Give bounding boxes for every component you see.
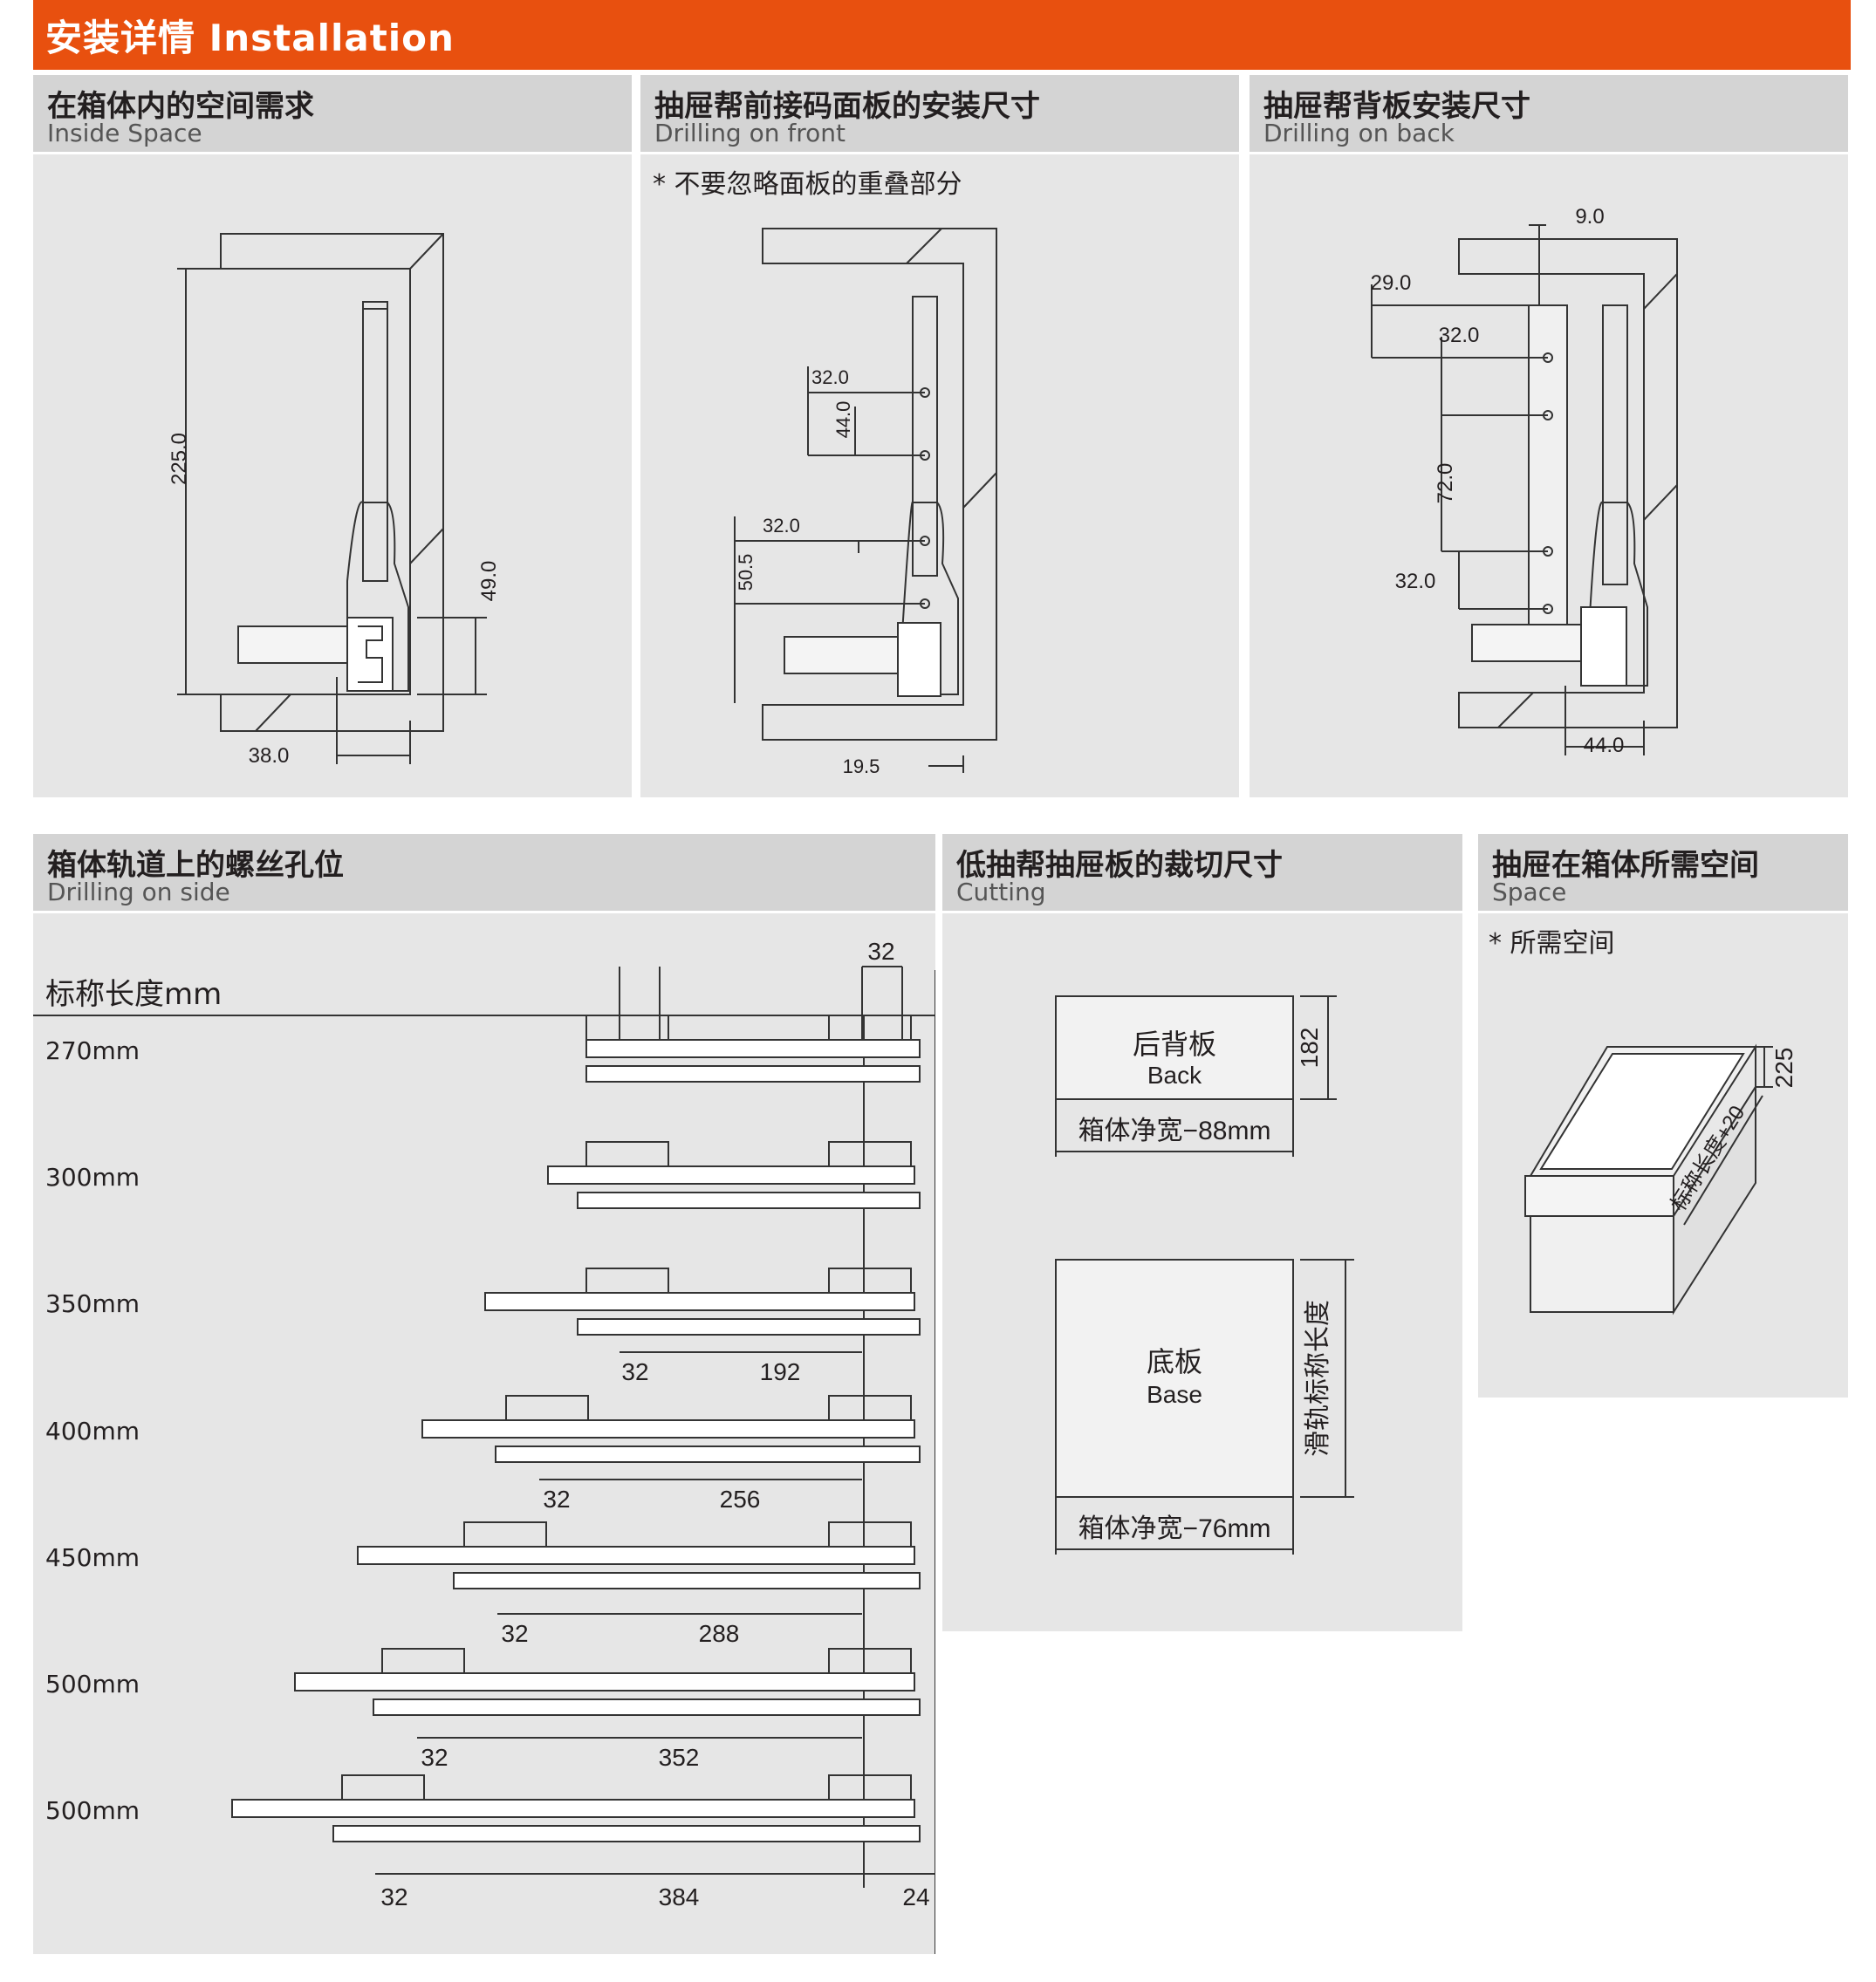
dim-49: 49.0 [477, 561, 501, 602]
length-header: 标称长度mm [45, 977, 223, 1012]
panel-header: 在箱体内的空间需求 Inside Space [33, 75, 632, 154]
dim-500b-c: 24 [902, 1883, 929, 1910]
panel-inside-space: 在箱体内的空间需求 Inside Space [33, 75, 632, 797]
dim-44: 44.0 [1584, 734, 1625, 757]
dim-450-b: 288 [699, 1620, 740, 1647]
dim-400-b: 256 [720, 1486, 761, 1513]
dim-44: 44.0 [832, 401, 854, 439]
space-note: * 所需空间 [1489, 928, 1615, 959]
panel-header: 低抽帮抽屉板的裁切尺寸 Cutting [942, 834, 1462, 913]
dim-50-5: 50.5 [735, 554, 757, 591]
panel-header: 抽屉帮背板安装尺寸 Drilling on back [1250, 75, 1848, 154]
dim-225: 225.0 [168, 433, 191, 485]
dim-32-bot: 32.0 [1395, 570, 1436, 593]
dim-500-b: 352 [659, 1744, 700, 1771]
dim-350-b: 192 [760, 1358, 801, 1385]
panel-drilling-front: 抽屉帮前接码面板的安装尺寸 Drilling on front * 不要忽略面板… [640, 75, 1239, 797]
dim-400-a: 32 [543, 1486, 570, 1513]
panel-title-en: Drilling on back [1263, 119, 1455, 147]
dim-top-32: 32 [867, 938, 894, 965]
dim-32-top: 32.0 [1439, 324, 1480, 347]
banner-title: 安装详情 Installation [45, 17, 455, 59]
back-height: 182 [1296, 1028, 1323, 1069]
panel-title-en: Inside Space [47, 119, 202, 147]
dim-500b-a: 32 [380, 1883, 407, 1910]
panel-drilling-back: 抽屉帮背板安装尺寸 Drilling on back [1250, 75, 1848, 797]
panel-title-en: Space [1492, 878, 1567, 906]
back-width: 箱体净宽−88mm [1078, 1117, 1271, 1145]
dim-9: 9.0 [1575, 205, 1604, 229]
panel-drilling-side: 箱体轨道上的螺丝孔位 Drilling on side 标称长度mm 270mm… [33, 834, 935, 1954]
cutting-diagram: 后背板 Back 182 箱体净宽−88mm 底板 Base 滑轨标称长度 箱体… [1055, 995, 1354, 1555]
drilling-side-diagram: 32 32 192 32 256 32 288 32 352 32 384 24 [33, 938, 935, 1954]
row-label-400: 400mm [45, 1417, 140, 1445]
row-label-500b: 500mm [45, 1796, 140, 1825]
drilling-back-diagram: 9.0 29.0 32.0 72.0 32.0 44.0 [1371, 205, 1678, 757]
dim-32-top: 32.0 [811, 366, 849, 388]
base-label-cn: 底板 [1147, 1346, 1202, 1377]
dim-450-a: 32 [501, 1620, 528, 1647]
dim-32-mid: 32.0 [763, 515, 800, 537]
panel-title-cn: 在箱体内的空间需求 [47, 89, 314, 124]
row-label-350: 350mm [45, 1289, 140, 1318]
panel-title-cn: 低抽帮抽屉板的裁切尺寸 [956, 848, 1283, 883]
dim-29: 29.0 [1371, 271, 1412, 295]
panel-header: 箱体轨道上的螺丝孔位 Drilling on side [33, 834, 935, 913]
panel-space: 抽屉在箱体所需空间 Space * 所需空间 225 标称长度+20 [1478, 834, 1848, 1398]
dim-500b-b: 384 [659, 1883, 700, 1910]
row-label-270: 270mm [45, 1036, 140, 1065]
dim-19-5: 19.5 [843, 755, 880, 777]
dim-72: 72.0 [1434, 463, 1457, 504]
panel-title-cn: 抽屉在箱体所需空间 [1492, 848, 1759, 883]
inside-space-diagram: 225.0 49.0 38.0 [168, 233, 501, 768]
base-height: 滑轨标称长度 [1304, 1300, 1332, 1457]
base-width: 箱体净宽−76mm [1078, 1514, 1271, 1543]
row-label-500: 500mm [45, 1670, 140, 1698]
dim-38: 38.0 [249, 744, 290, 768]
panel-title-cn: 箱体轨道上的螺丝孔位 [47, 848, 344, 883]
base-label-en: Base [1147, 1381, 1202, 1408]
panel-header: 抽屉在箱体所需空间 Space [1478, 834, 1848, 913]
panel-title-en: Cutting [956, 878, 1046, 906]
dim-500-a: 32 [421, 1744, 448, 1771]
row-label-300: 300mm [45, 1163, 140, 1192]
panel-title-cn: 抽屉帮背板安装尺寸 [1263, 89, 1530, 124]
space-height: 225 [1770, 1048, 1797, 1089]
space-diagram: 225 标称长度+20 [1524, 1043, 1797, 1316]
panel-title-en: Drilling on side [47, 878, 230, 906]
header-banner: 安装详情 Installation [33, 0, 1851, 70]
dim-350-a: 32 [621, 1358, 648, 1385]
row-label-450: 450mm [45, 1543, 140, 1572]
back-label-en: Back [1147, 1062, 1202, 1089]
panel-cutting: 低抽帮抽屉板的裁切尺寸 Cutting 后背板 Back 182 箱体净宽−88… [942, 834, 1462, 1631]
back-label-cn: 后背板 [1133, 1029, 1216, 1060]
overlap-note: * 不要忽略面板的重叠部分 [653, 169, 962, 200]
drilling-front-diagram: 32.0 44.0 32.0 50.5 19.5 [734, 228, 997, 777]
panel-header: 抽屉帮前接码面板的安装尺寸 Drilling on front [640, 75, 1239, 154]
panel-title-en: Drilling on front [654, 119, 846, 147]
panel-title-cn: 抽屉帮前接码面板的安装尺寸 [654, 89, 1040, 124]
